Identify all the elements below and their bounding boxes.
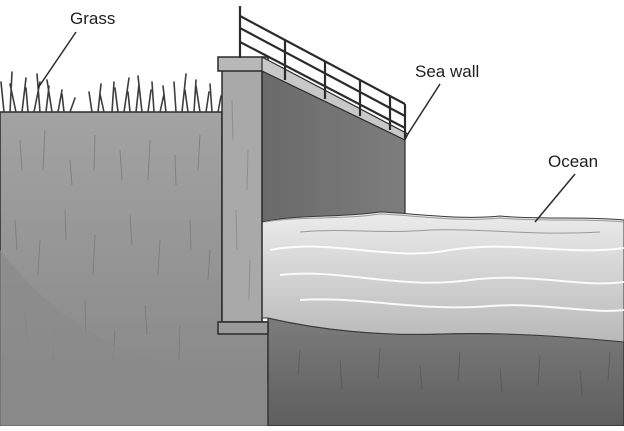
sea-wall-pillar [221, 69, 263, 323]
grass-tufts [0, 71, 222, 113]
sea-wall-footing [217, 321, 269, 335]
ocean-leader [534, 173, 576, 223]
sea-wall-leader [403, 83, 441, 141]
ocean-surface-ripples [264, 213, 624, 234]
sea-wall-cap [217, 56, 269, 72]
ocean-water [261, 211, 624, 343]
soil-lower-layer [0, 250, 624, 426]
grass-leader [37, 31, 77, 89]
sea-wall-label: Sea wall [415, 62, 480, 81]
ocean-label: Ocean [548, 152, 599, 171]
seabed-texture [297, 347, 611, 396]
pillar-texture [231, 99, 251, 301]
leader-lines [37, 31, 576, 223]
railing [238, 6, 407, 138]
ocean-waves [269, 245, 624, 312]
grass-label: Grass [70, 9, 116, 28]
